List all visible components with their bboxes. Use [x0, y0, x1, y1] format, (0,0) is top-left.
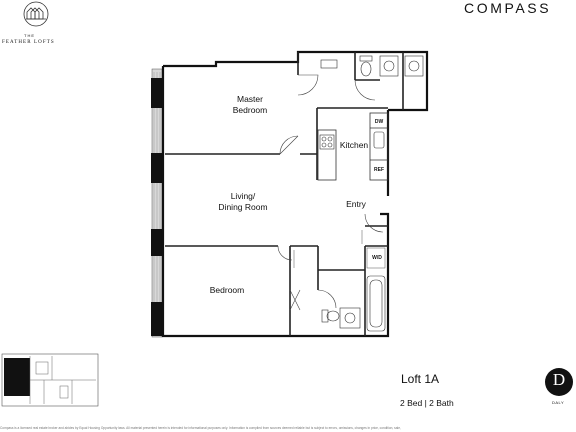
key-plan	[1, 353, 99, 407]
room-master-bedroom: Master Bedroom	[222, 94, 278, 116]
sink-icon	[373, 131, 385, 149]
room-bedroom: Bedroom	[209, 285, 245, 295]
washer-dryer-label: W/D	[372, 255, 382, 261]
room-entry: Entry	[346, 199, 366, 209]
room-living-dining: Living/ Dining Room	[210, 191, 276, 213]
bathtub-icon	[366, 275, 386, 332]
room-label-line2: Dining Room	[218, 202, 268, 212]
building-logo-line2: FEATHER LOFTS	[2, 40, 55, 45]
house-row-icon	[23, 1, 49, 27]
unit-title: Loft 1A	[401, 372, 440, 386]
kitchen-counter	[317, 112, 389, 181]
closet-shelves	[293, 230, 386, 269]
unit-summary: 2 Bed | 2 Bath	[400, 398, 454, 408]
toilet-icon	[320, 55, 373, 77]
building-logo-line1: THE	[24, 33, 35, 38]
dishwasher-label: DW	[374, 119, 384, 125]
stove-icon	[319, 134, 335, 150]
room-label-line1: Master	[237, 94, 263, 104]
legal-disclaimer: Compass is a licensed real estate broker…	[0, 426, 401, 430]
developer-logo-mark: D	[552, 370, 566, 389]
developer-logo-name: DALY	[552, 400, 565, 405]
windows-left	[151, 68, 163, 338]
developer-logo-icon	[545, 368, 573, 396]
room-label-line2: Bedroom	[232, 105, 268, 115]
room-label-line1: Living/	[230, 191, 256, 201]
door-swings	[277, 74, 384, 311]
refrigerator-label: REF	[374, 167, 384, 173]
room-kitchen: Kitchen	[339, 140, 369, 150]
interior-walls	[165, 52, 404, 336]
brand-logo: COMPASS	[464, 0, 552, 16]
toilet-icon-2	[321, 307, 361, 329]
bath-sink-icon	[379, 55, 424, 77]
